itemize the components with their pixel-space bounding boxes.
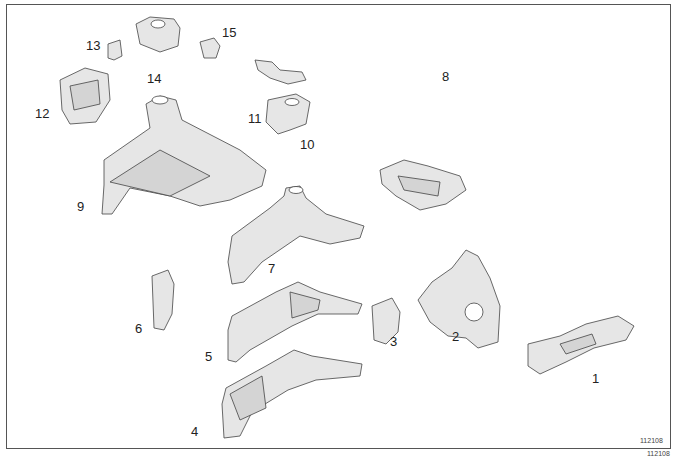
- figure-number: 112108: [647, 450, 670, 458]
- callout-number: 4: [191, 424, 198, 439]
- callout-number: 7: [268, 261, 275, 276]
- callout-number: 15: [222, 25, 236, 40]
- callout-number: 12: [35, 106, 49, 121]
- callout-number: 6: [135, 321, 142, 336]
- figure-number: 112108: [640, 437, 663, 445]
- callout-number: 10: [300, 137, 314, 152]
- callout-number: 3: [390, 334, 397, 349]
- callout-number: 1: [592, 371, 599, 386]
- callout-number: 13: [86, 38, 100, 53]
- callout-number: 11: [248, 111, 262, 126]
- callout-number: 8: [442, 69, 449, 84]
- callout-number: 9: [77, 199, 84, 214]
- callout-number: 2: [452, 329, 459, 344]
- callout-number: 5: [205, 349, 212, 364]
- callout-number: 14: [147, 71, 161, 86]
